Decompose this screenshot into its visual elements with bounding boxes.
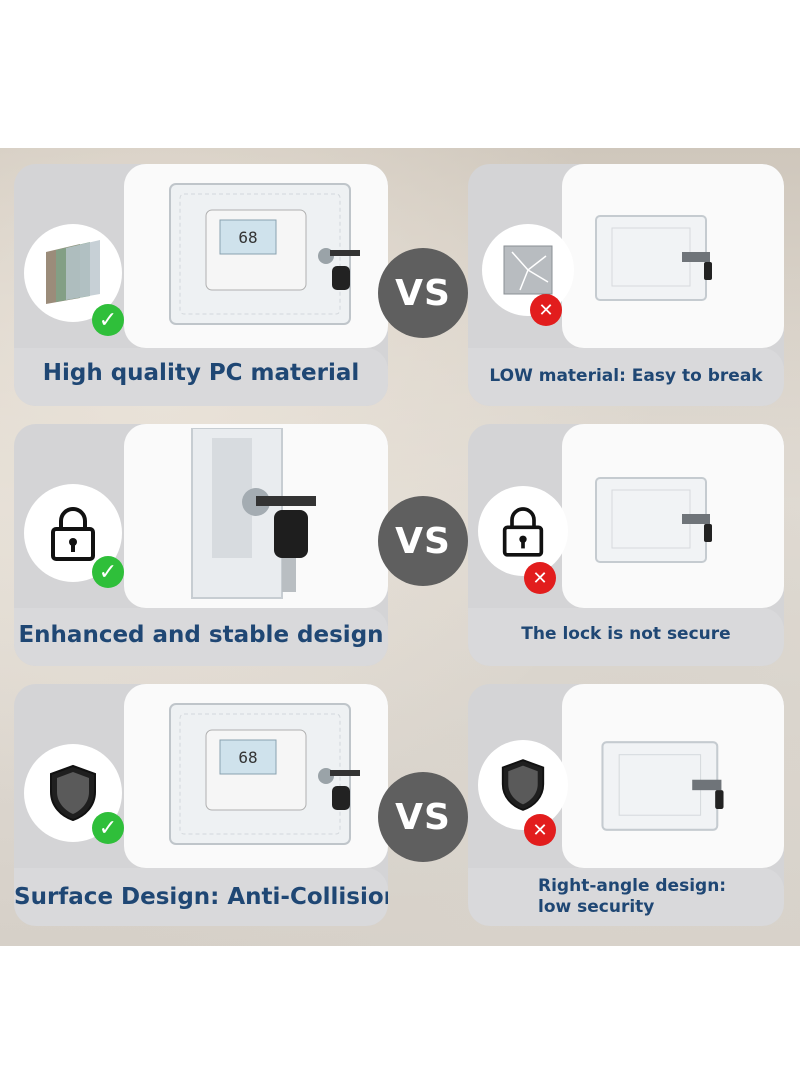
card-lock-not-secure: ✕ The lock is not secure [468, 424, 784, 666]
check-icon: ✓ [92, 812, 124, 844]
right-label-2: The lock is not secure [521, 624, 731, 644]
right-label-3-line1: Right-angle design: [538, 876, 727, 896]
left-label-2: Enhanced and stable design [18, 622, 384, 648]
pc-layers-icon-circle [24, 224, 122, 322]
card-pc-material: 68 ✓ High quality PC material [14, 164, 388, 406]
right-label-3: Right-angle design: low security [538, 876, 784, 918]
padlock-icon [502, 507, 544, 557]
shield-icon [50, 764, 96, 822]
padlock-icon-circle [24, 484, 122, 582]
check-icon: ✓ [92, 556, 124, 588]
cross-icon: ✕ [530, 294, 562, 326]
padlock-icon [51, 507, 95, 561]
check-icon: ✓ [92, 304, 124, 336]
left-label-3: Surface Design: Anti-Collision [14, 884, 388, 910]
thermostat-temp: 68 [238, 748, 257, 767]
right-label-1: LOW material: Easy to break [489, 366, 763, 386]
lock-closeup-image [191, 428, 316, 599]
card-stable-design: ✓ Enhanced and stable design [14, 424, 388, 666]
thermostat-temp: 68 [238, 228, 257, 247]
pc-layers-icon [46, 240, 100, 304]
shield-icon-circle [24, 744, 122, 842]
padlock-icon-circle [478, 486, 568, 576]
cracked-panel-icon [503, 245, 553, 295]
cheap-cover-image [601, 741, 724, 831]
vs-badge-3: VS [378, 772, 468, 862]
card-right-angle-design: ✕ Right-angle design: low security [468, 684, 784, 926]
cross-icon: ✕ [524, 562, 556, 594]
vs-badge-1: VS [378, 248, 468, 338]
thermostat-cover-image: 68 [169, 703, 360, 845]
cheap-cover-image [595, 215, 712, 301]
vs-badge-2: VS [378, 496, 468, 586]
cross-icon: ✕ [524, 814, 556, 846]
shield-icon [501, 759, 545, 811]
cheap-cover-image [595, 477, 712, 563]
shield-icon-circle [478, 740, 568, 830]
right-label-3-line2: low security [538, 897, 655, 917]
card-anti-collision: 68 ✓ Surface Design: Anti-Collision [14, 684, 388, 926]
thermostat-cover-image: 68 [169, 183, 360, 325]
left-label-1: High quality PC material [42, 360, 360, 386]
card-low-material: ✕ LOW material: Easy to break [468, 164, 784, 406]
